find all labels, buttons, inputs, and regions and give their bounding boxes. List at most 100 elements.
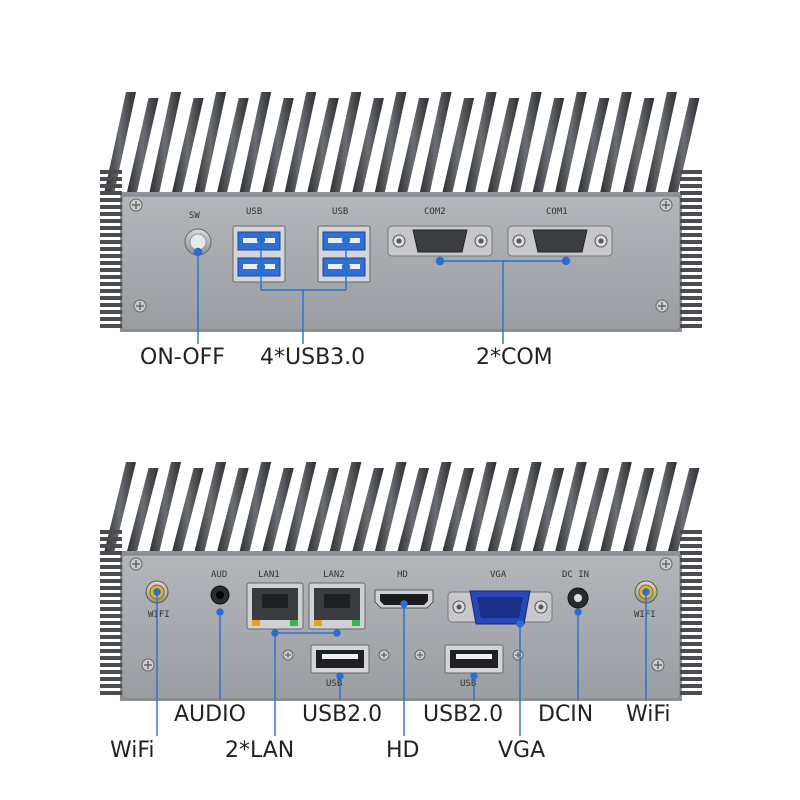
side-fin xyxy=(680,530,702,534)
heatsink-fin xyxy=(171,468,204,553)
heatsink-fin xyxy=(261,468,294,553)
top-side-fins-right xyxy=(680,170,702,328)
side-fin xyxy=(100,303,122,307)
side-fin xyxy=(680,614,702,618)
side-fin xyxy=(100,649,122,653)
side-fin xyxy=(100,170,122,174)
usb2-port-a[interactable] xyxy=(310,644,370,674)
lan1-port[interactable] xyxy=(246,582,304,630)
screw-icon xyxy=(414,649,426,661)
usb3-port-stack-1[interactable] xyxy=(232,225,286,283)
heatsink-fin xyxy=(284,462,317,553)
heatsink-fin xyxy=(554,462,587,553)
side-fin xyxy=(100,226,122,230)
side-fin xyxy=(680,198,702,202)
vga-port[interactable] xyxy=(447,590,553,625)
screw-icon xyxy=(129,198,143,212)
side-fin xyxy=(680,677,702,681)
usb3-port-stack-2[interactable] xyxy=(317,225,371,283)
screw-icon xyxy=(282,649,294,661)
side-fin xyxy=(680,663,702,667)
side-fin xyxy=(680,324,702,328)
heatsink-fin xyxy=(599,462,632,553)
heatsink-fin xyxy=(149,92,182,194)
vga-label: VGA xyxy=(490,570,507,580)
side-fin xyxy=(680,212,702,216)
lan2-port[interactable] xyxy=(308,582,366,630)
com1-port[interactable] xyxy=(507,225,613,257)
com2-port[interactable] xyxy=(387,225,493,257)
side-fin xyxy=(100,184,122,188)
side-fin xyxy=(100,614,122,618)
wifi-label: WIFI xyxy=(148,610,170,620)
side-fin xyxy=(680,282,702,286)
side-fin xyxy=(680,275,702,279)
screw-icon xyxy=(129,557,143,571)
bottom-side-fins-right xyxy=(680,530,702,695)
heatsink-fin xyxy=(104,92,136,194)
side-fin xyxy=(680,600,702,604)
side-fin xyxy=(100,324,122,328)
usb20-callout-b: USB2.0 xyxy=(423,702,504,727)
audio-jack[interactable] xyxy=(210,585,230,605)
heatsink-fin xyxy=(239,92,272,194)
heatsink-fin xyxy=(419,92,452,194)
side-fin xyxy=(680,586,702,590)
side-fin xyxy=(680,268,702,272)
heatsink-fin xyxy=(622,468,655,553)
side-fin xyxy=(680,558,702,562)
side-fin xyxy=(680,691,702,695)
screw-icon xyxy=(655,299,669,313)
heatsink-fin xyxy=(464,92,497,194)
heatsink-fin xyxy=(216,468,249,553)
heatsink-fin xyxy=(532,468,565,553)
dc-in-jack[interactable] xyxy=(567,587,589,609)
heatsink-fin xyxy=(284,92,317,194)
side-fin xyxy=(100,544,122,548)
side-fin xyxy=(680,254,702,258)
dcin-callout: DCIN xyxy=(538,702,594,727)
heatsink-fin xyxy=(171,98,204,194)
side-fin xyxy=(100,642,122,646)
heatsink-fin xyxy=(216,98,249,194)
heatsink-fin xyxy=(487,468,520,553)
top-leader-lines xyxy=(193,235,571,344)
side-fin xyxy=(680,551,702,555)
side-fin xyxy=(680,544,702,548)
side-fin xyxy=(100,275,122,279)
heatsink-fin xyxy=(464,462,497,553)
usb-label: USB xyxy=(246,207,262,217)
usb-label: USB xyxy=(460,679,476,689)
side-fin xyxy=(100,317,122,321)
heatsink-fin xyxy=(509,462,542,553)
side-fin xyxy=(100,656,122,660)
heatsink-fin xyxy=(194,92,227,194)
bottom-heatsink-fins xyxy=(104,462,700,553)
heatsink-fin xyxy=(329,462,362,553)
heatsink-fin xyxy=(329,92,362,194)
dcin-label: DC IN xyxy=(562,570,589,580)
side-fin xyxy=(680,184,702,188)
side-fin xyxy=(680,579,702,583)
side-fin xyxy=(100,205,122,209)
side-fin xyxy=(100,572,122,576)
screw-icon xyxy=(133,299,147,313)
usb20-callout-a: USB2.0 xyxy=(302,702,383,727)
heatsink-fin xyxy=(374,92,407,194)
heatsink-fin xyxy=(532,98,565,194)
side-fin xyxy=(680,247,702,251)
lan2-label: LAN2 xyxy=(323,570,345,580)
side-fin xyxy=(680,317,702,321)
heatsink-fin xyxy=(397,468,429,553)
side-fin xyxy=(100,635,122,639)
hdmi-port[interactable] xyxy=(374,589,434,609)
audio-callout: AUDIO xyxy=(174,702,246,727)
heatsink-fin xyxy=(644,462,677,553)
screw-icon xyxy=(659,557,673,571)
side-fin xyxy=(680,310,702,314)
wifi-callout-right: WiFi xyxy=(626,702,671,727)
usb2-port-b[interactable] xyxy=(444,644,504,674)
side-fin xyxy=(100,691,122,695)
usb30-callout: 4*USB3.0 xyxy=(260,345,366,370)
screw-icon xyxy=(378,649,390,661)
